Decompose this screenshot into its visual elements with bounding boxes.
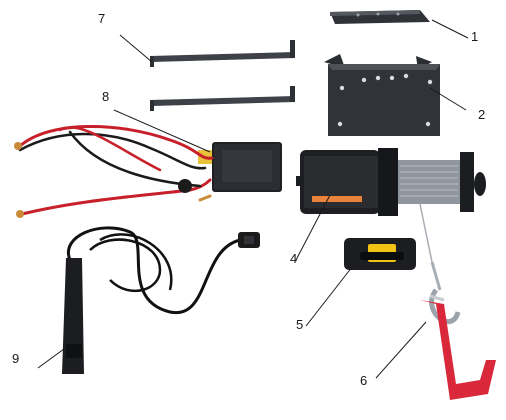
remote-switch [62,226,260,374]
winch-drum [296,148,486,216]
callout-label: 9 [12,351,20,366]
callout-label: 7 [98,11,106,26]
callout-label: 8 [102,89,110,104]
callout-label: 1 [471,29,479,44]
callout-label: 6 [360,373,368,388]
mounting-rails [150,40,295,111]
cable-harness [14,124,214,218]
mounting-plate-top [330,10,430,24]
contactor-box [198,142,282,192]
callout-leaders [37,19,469,379]
callout-label: 4 [290,251,298,266]
callout-label: 2 [478,107,486,122]
wire-rope [419,203,433,263]
mounting-plate-bracket [324,54,440,136]
callout-label: 5 [296,317,304,332]
fairlead [344,238,416,270]
hook-strap [420,261,496,400]
